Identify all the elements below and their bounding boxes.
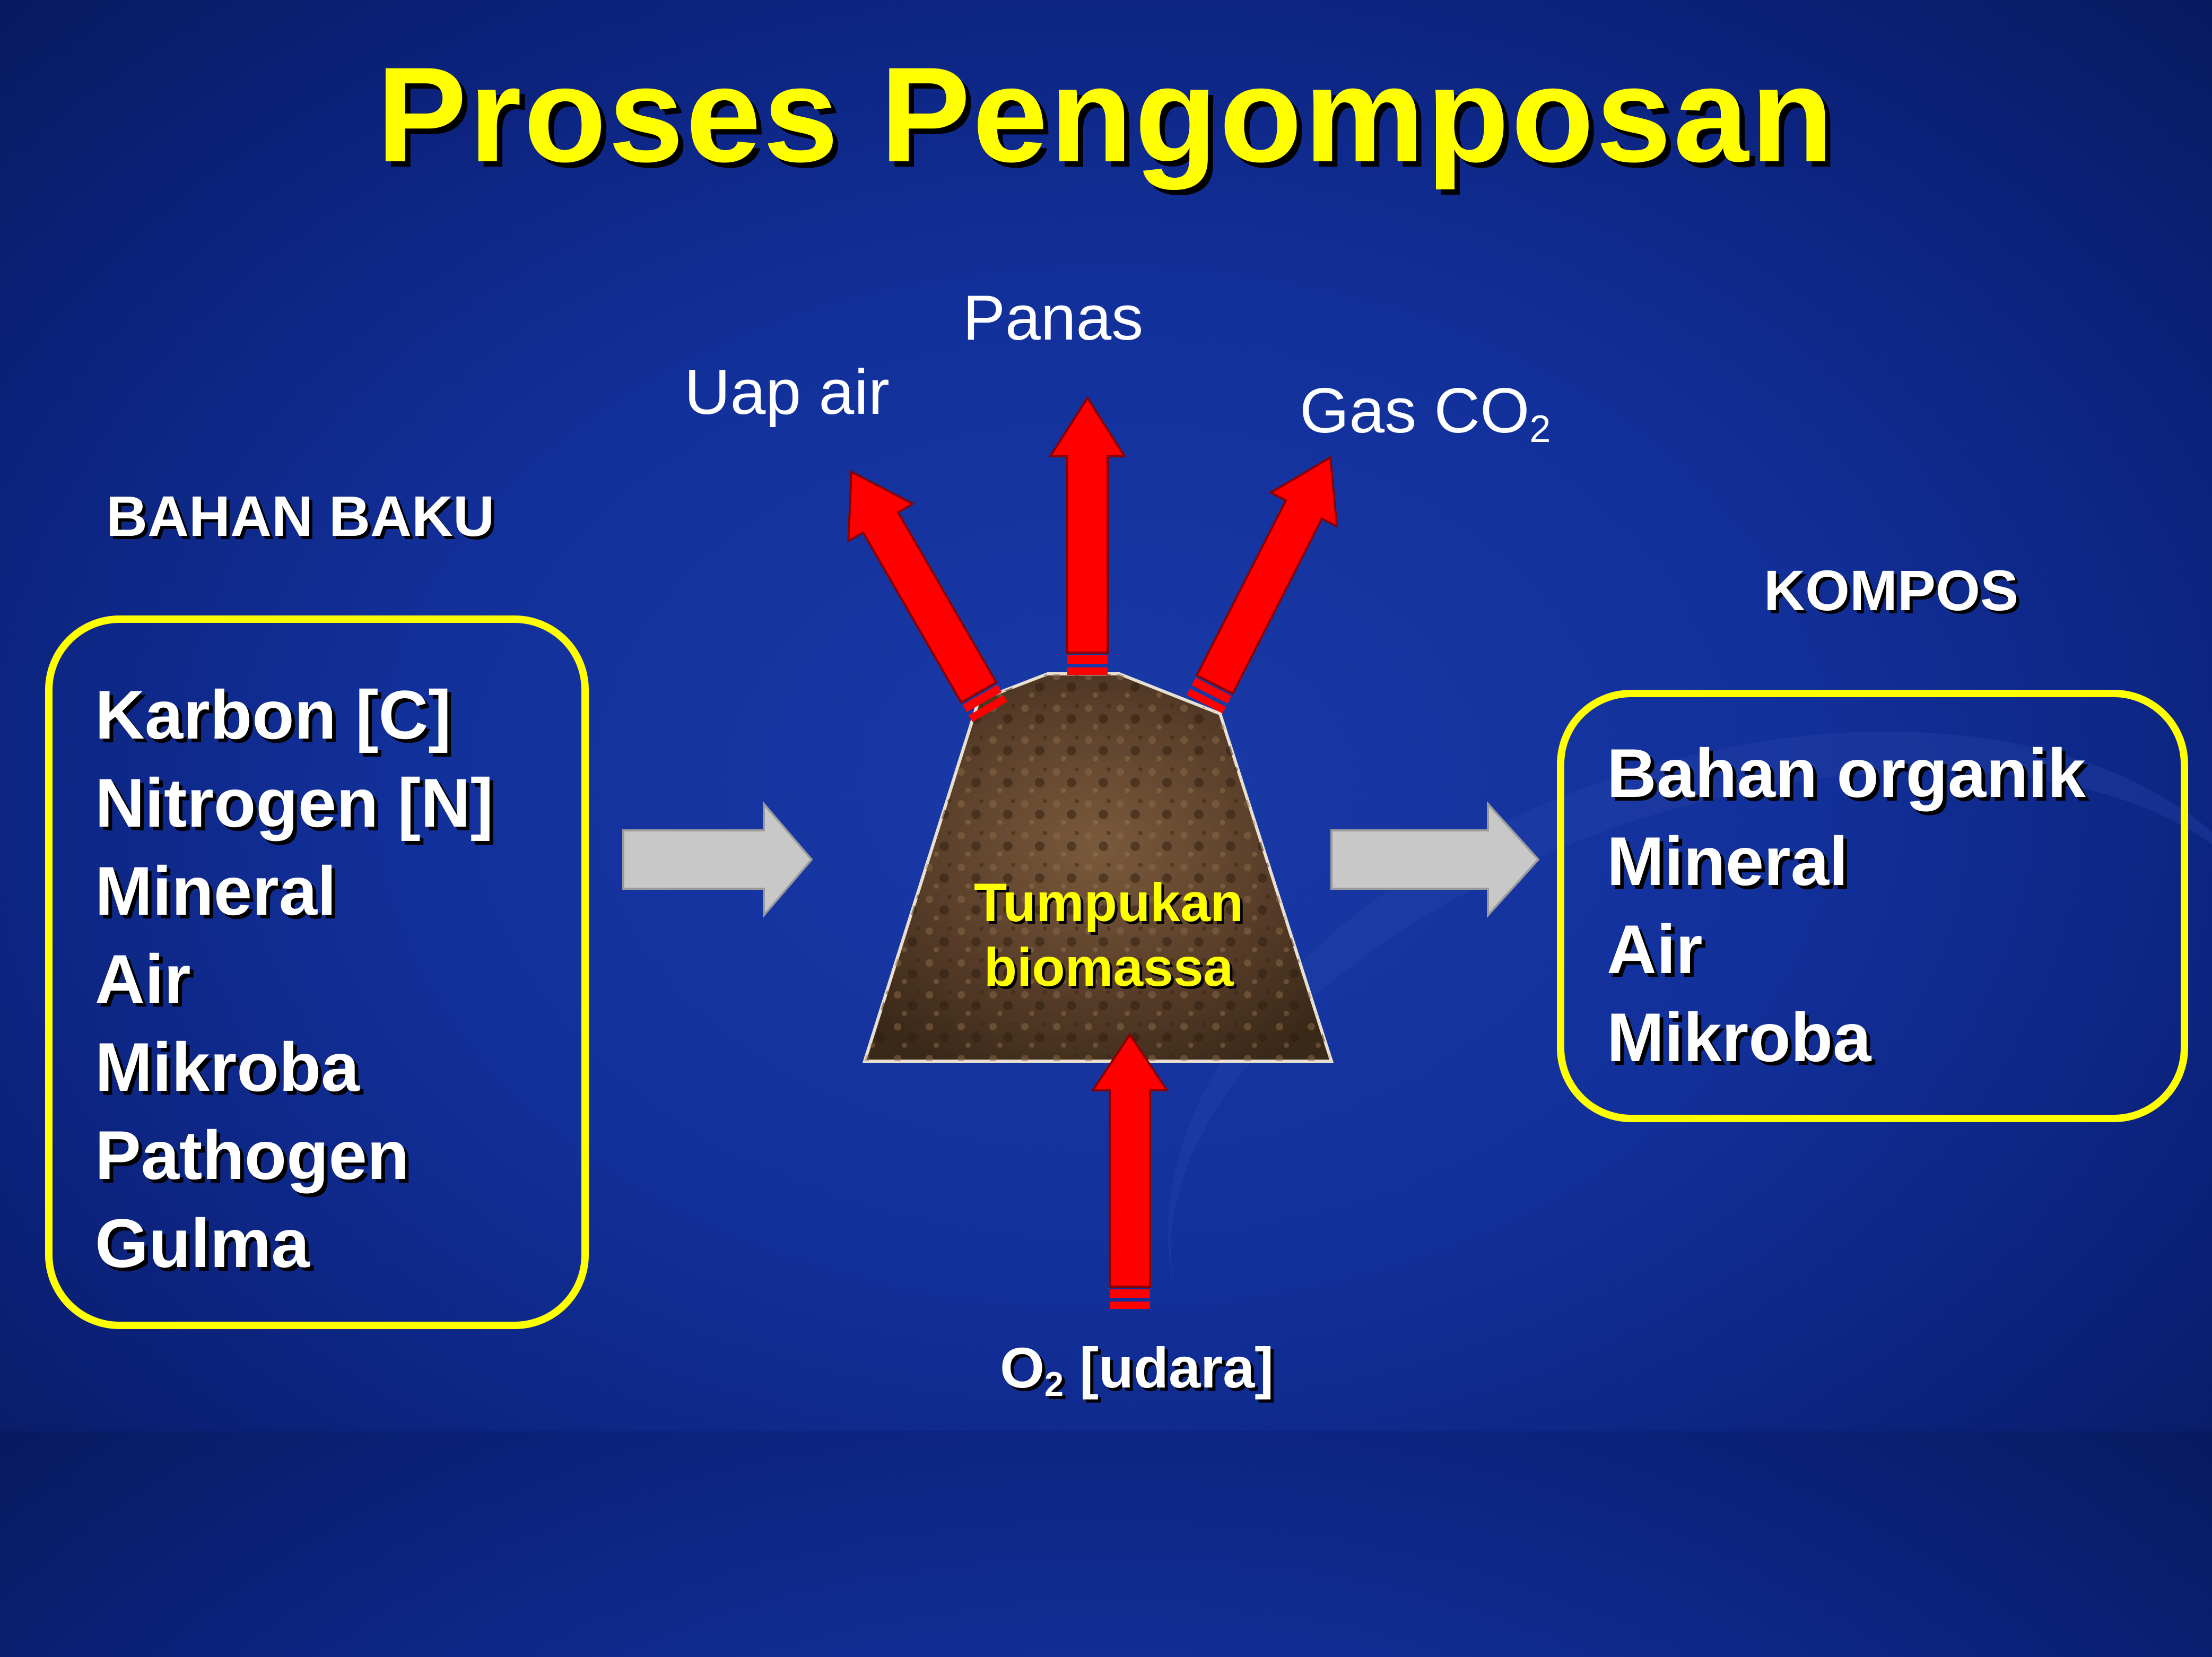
- label-kompos: KOMPOS: [1764, 558, 2019, 622]
- red-arrow-panas: [1048, 396, 1127, 675]
- bahan-baku-item: Gulma: [95, 1204, 310, 1282]
- bahan-baku-box: Karbon [C] Nitrogen [N] Mineral Air Mikr…: [45, 615, 589, 1329]
- gray-arrow-right: [1330, 801, 1540, 918]
- bahan-baku-item: Nitrogen [N]: [95, 764, 493, 841]
- heap-label-line1: Tumpukan: [973, 872, 1244, 933]
- bahan-baku-item: Pathogen: [95, 1116, 410, 1194]
- bahan-baku-item: Air: [95, 940, 191, 1018]
- heap-label: Tumpukan biomassa: [870, 870, 1347, 1000]
- gray-arrow-left: [622, 801, 813, 918]
- red-arrow-uap-air: [847, 470, 1007, 722]
- kompos-item: Bahan organik: [1607, 734, 2086, 812]
- process-diagram: [622, 396, 1540, 1309]
- kompos-item: Air: [1607, 910, 1703, 988]
- label-uap-air: Uap air: [684, 357, 890, 428]
- red-arrow-gas-co2: [1187, 455, 1338, 714]
- red-arrow-o2: [1091, 1033, 1169, 1309]
- bahan-baku-item: Mineral: [95, 852, 337, 930]
- label-o2-udara: O2 [udara]: [1000, 1335, 1274, 1404]
- page-title: Proses Pengomposan: [376, 39, 1836, 190]
- kompos-item: Mikroba: [1607, 999, 1871, 1076]
- label-panas: Panas: [963, 282, 1144, 353]
- label-gas-co2: Gas CO2: [1300, 375, 1551, 450]
- kompos-box: Bahan organik Mineral Air Mikroba: [1557, 690, 2188, 1122]
- heap-label-line2: biomassa: [983, 937, 1234, 997]
- biomass-heap: [862, 672, 1334, 1063]
- kompos-item: Mineral: [1607, 822, 1849, 900]
- bahan-baku-item: Karbon [C]: [95, 676, 451, 753]
- bahan-baku-item: Mikroba: [95, 1028, 360, 1106]
- label-bahan-baku: BAHAN BAKU: [106, 484, 494, 548]
